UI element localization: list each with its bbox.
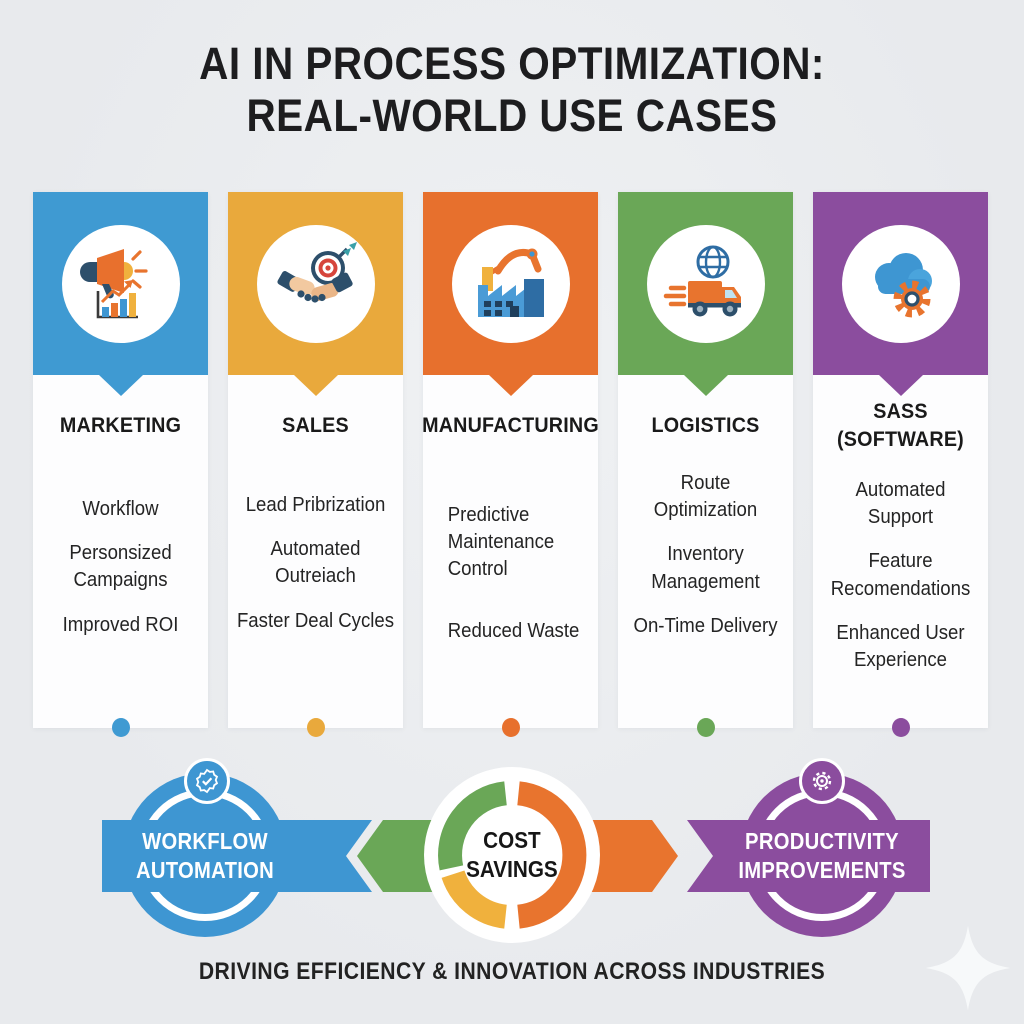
column-header <box>423 192 598 375</box>
use-case-item: Enhanced User Experience <box>836 621 965 671</box>
column-header <box>228 192 403 375</box>
check-seal-glyph <box>195 768 219 794</box>
column-manufacturing: MANUFACTURING Predictive Maintenance Con… <box>422 192 599 752</box>
column-sales: SALES Lead Pribrization Automated Outrei… <box>228 192 403 752</box>
use-case-item: Workflow <box>82 498 159 520</box>
cloud-gear-icon <box>874 253 932 318</box>
use-case-list: Workflow Personsized Campaigns Improved … <box>41 496 200 656</box>
column-header <box>33 192 208 375</box>
header-pointer <box>683 375 728 396</box>
gear-glyph <box>812 771 832 791</box>
header-pointer <box>293 375 338 396</box>
column-header <box>813 192 988 375</box>
productivity-band <box>687 820 930 892</box>
use-case-item: Inventory Management <box>651 543 760 593</box>
use-case-item: Feature Recomendations <box>830 550 971 600</box>
use-case-item: On-Time Delivery <box>633 614 778 637</box>
use-case-item: Lead Pribrization <box>245 494 386 516</box>
gear-icon <box>799 758 845 804</box>
icon-circle <box>646 225 765 343</box>
column-dot <box>696 718 715 737</box>
header-pointer <box>878 375 923 396</box>
workflow-band <box>102 820 372 892</box>
column-title: MANUFACTURING <box>422 414 599 438</box>
use-case-item: Personsized Campaigns <box>69 542 172 592</box>
column-header <box>618 192 793 375</box>
column-dot <box>111 718 130 737</box>
workflow-automation-label: WORKFLOW AUTOMATION <box>136 828 274 883</box>
cost-savings-ring <box>438 781 587 929</box>
check-badge-icon <box>184 758 230 804</box>
use-case-list: Predictive Maintenance Control Reduced W… <box>431 502 590 679</box>
column-title: LOGISTICS <box>651 414 760 438</box>
use-case-item: Reduced Waste <box>447 619 580 642</box>
column-marketing: MARKETING Workflow Personsized Campaigns… <box>33 192 208 752</box>
use-case-list: Route Optimization Inventory Management … <box>626 470 785 657</box>
column-title: SASS (SOFTWARE) <box>837 400 964 451</box>
column-dot <box>501 718 520 737</box>
use-case-item: Automated Outreiach <box>270 538 361 588</box>
use-case-item: Predictive Maintenance Control <box>447 504 555 581</box>
use-case-item: Faster Deal Cycles <box>236 609 395 632</box>
globe-truck-icon <box>663 245 741 317</box>
column-dot <box>891 718 910 737</box>
header-pointer <box>98 375 143 396</box>
column-title: SALES <box>282 414 349 438</box>
use-case-item: Route Optimization <box>653 472 758 522</box>
icon-circle <box>256 225 375 343</box>
icon-circle <box>841 225 960 343</box>
use-case-item: Automated Support <box>855 479 946 529</box>
title-line-1: AI IN PROCESS OPTIMIZATION: <box>199 38 825 89</box>
header-pointer <box>488 375 533 396</box>
column-sass: SASS (SOFTWARE) Automated Support Featur… <box>813 192 988 752</box>
sparkle-icon <box>925 925 1011 1011</box>
use-case-list: Automated Support Feature Recomendations… <box>821 477 980 691</box>
cost-savings-badge: COST SAVINGS <box>424 767 600 943</box>
title-line-2: REAL-WORLD USE CASES <box>246 90 778 141</box>
column-title: MARKETING <box>59 414 182 438</box>
page-title: AI IN PROCESS OPTIMIZATION: REAL-WORLD U… <box>51 38 973 142</box>
cost-savings-label: COST SAVINGS <box>466 826 558 882</box>
use-case-list: Lead Pribrization Automated Outreiach Fa… <box>236 492 395 652</box>
factory-robot-icon <box>477 248 544 317</box>
column-logistics: LOGISTICS Route Optimization Inventory M… <box>618 192 793 752</box>
industry-columns: MARKETING Workflow Personsized Campaigns… <box>33 192 989 752</box>
use-case-item: Improved ROI <box>62 613 179 636</box>
productivity-label: PRODUCTIVITY IMPROVEMENTS <box>738 828 906 883</box>
handshake-target-icon <box>276 242 357 303</box>
megaphone-growth-icon <box>79 249 148 319</box>
column-dot <box>306 718 325 737</box>
footer-tagline: DRIVING EFFICIENCY & INNOVATION ACROSS I… <box>198 958 826 985</box>
icon-circle <box>61 225 180 343</box>
icon-circle <box>451 225 570 343</box>
